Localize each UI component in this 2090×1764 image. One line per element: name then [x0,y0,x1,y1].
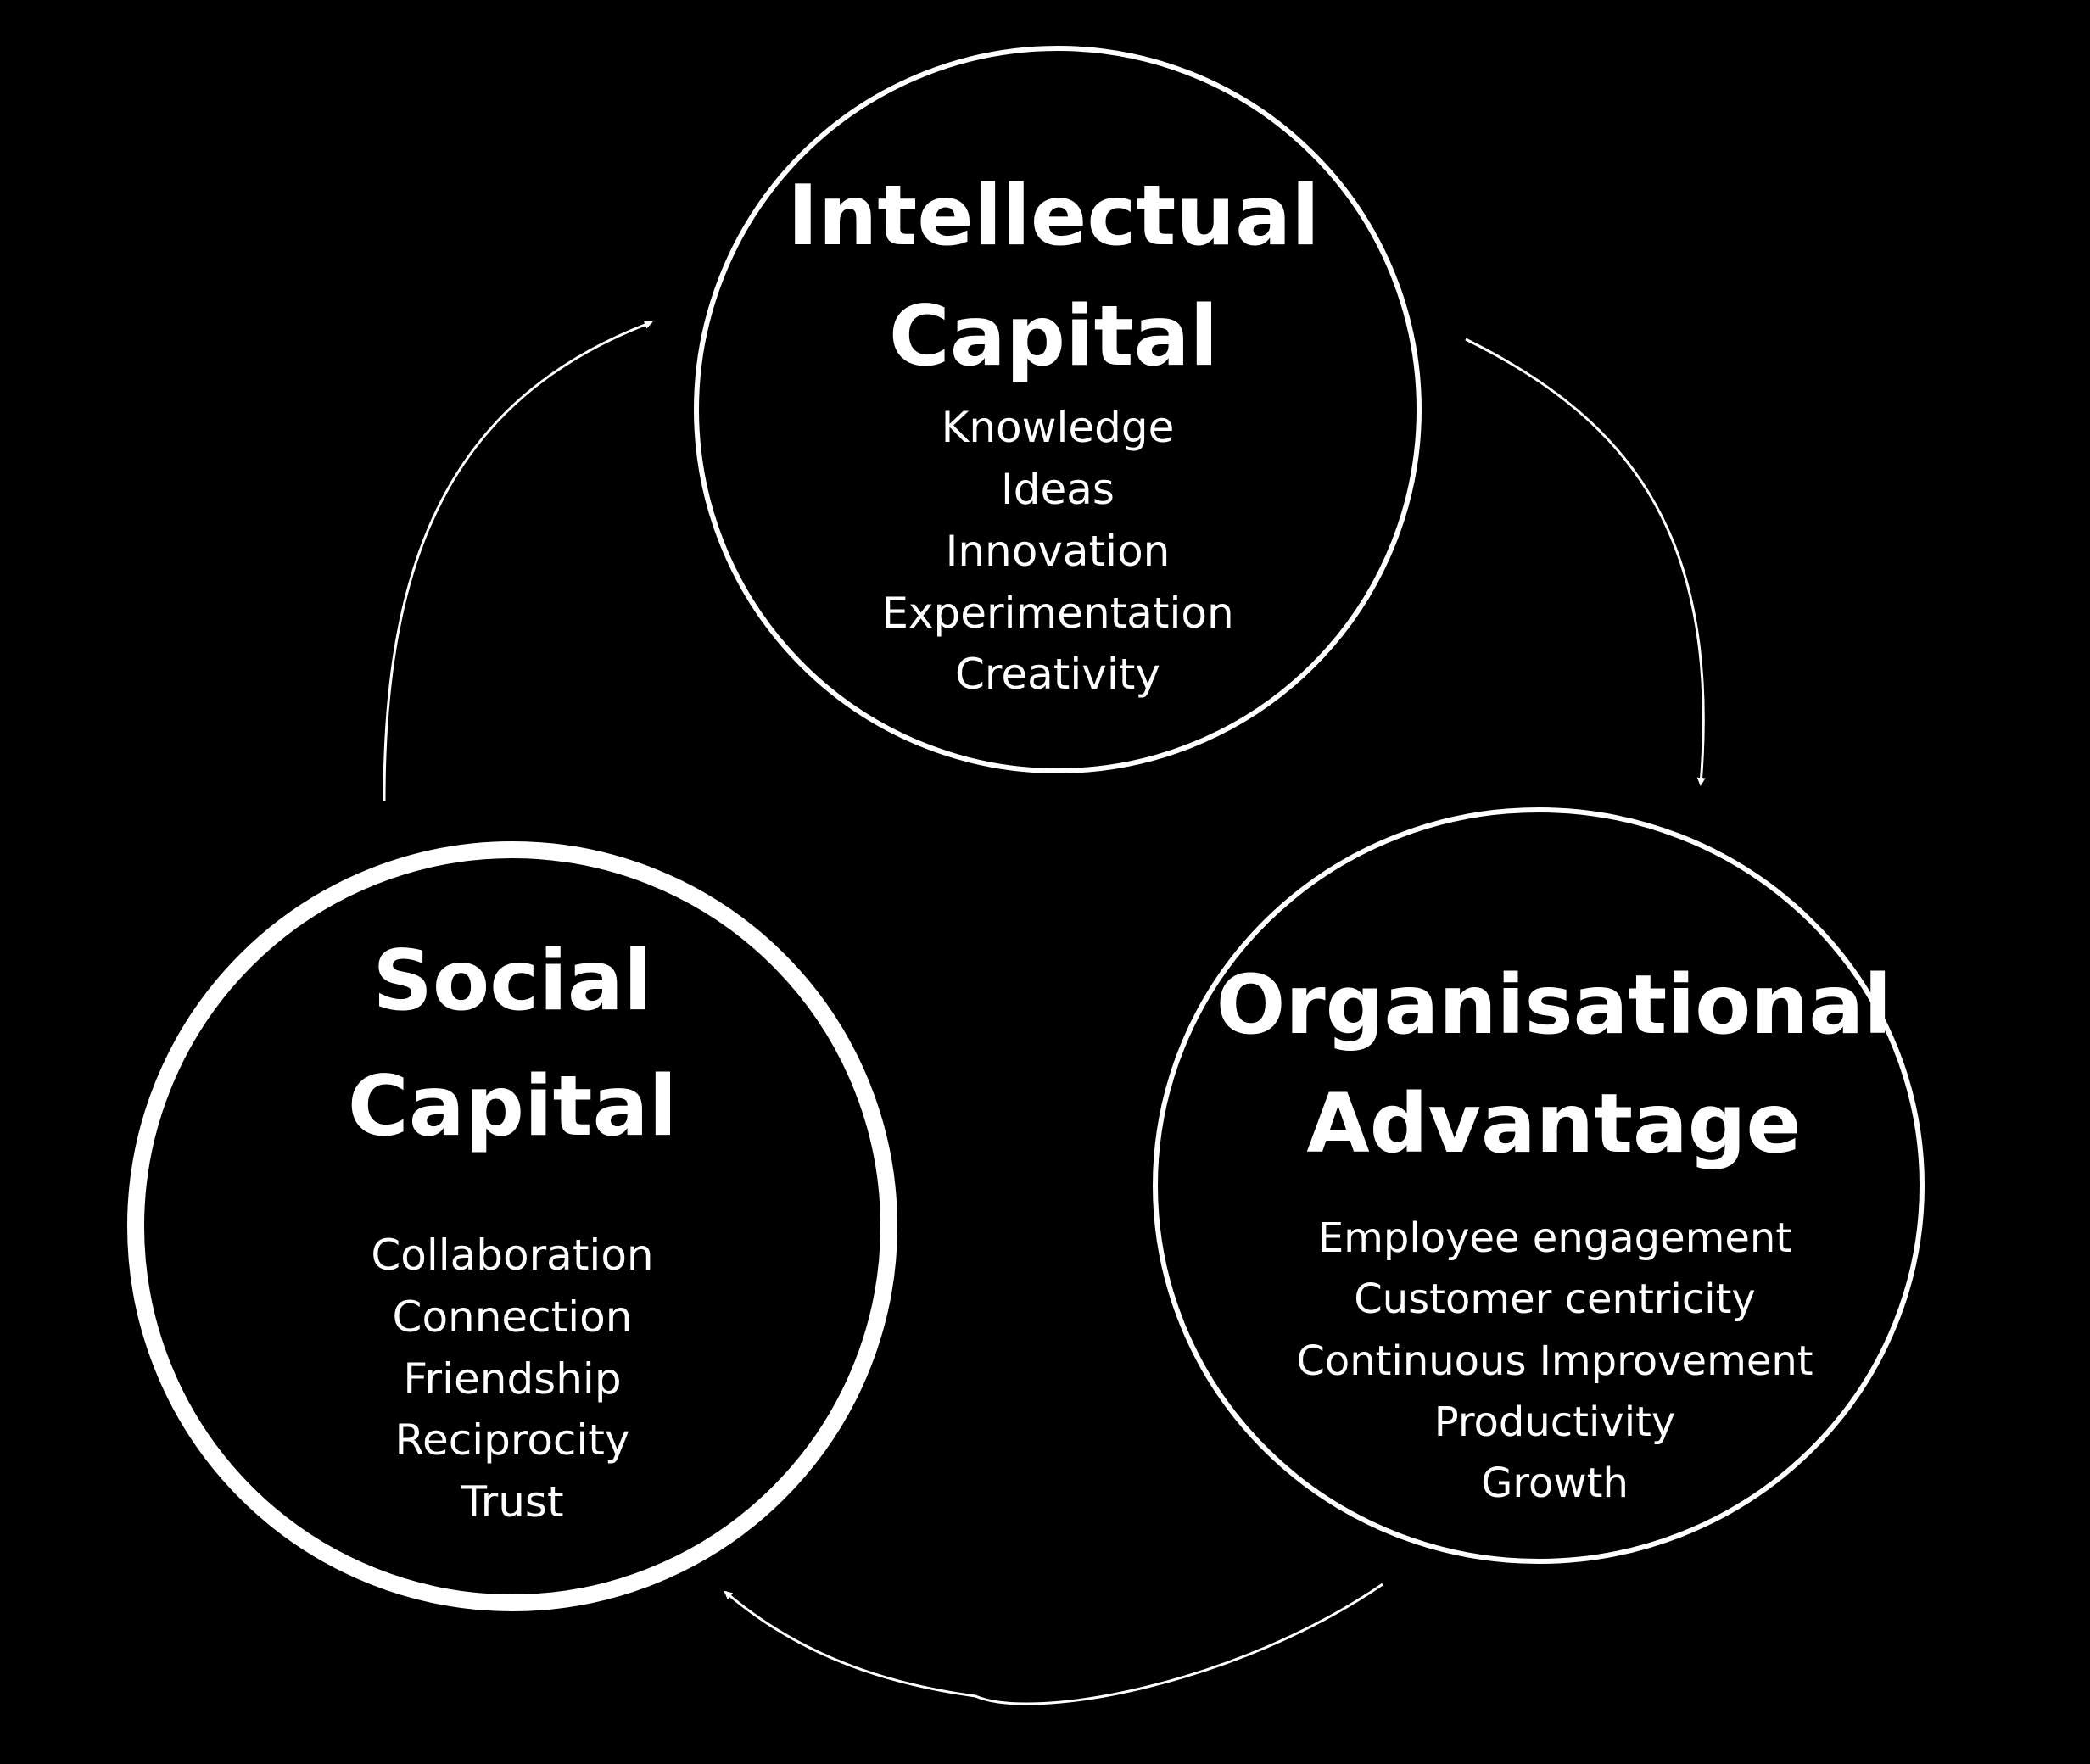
node-circle [694,46,1422,773]
node-title-line: Advantage [1306,1076,1801,1171]
node-item: Continuous Improvement [1296,1337,1813,1385]
node-item: Ideas [1001,465,1115,514]
node-title-line: Capital [889,288,1218,385]
arrow-social-to-intellectual [383,321,653,801]
node-item: Knowledge [942,403,1175,452]
node-circle [127,841,897,1611]
node-intellectual-capital: Intellectual Capital Knowledge Ideas Inn… [694,46,1422,773]
node-item: Innovation [946,527,1171,576]
arrow-organisational-to-social [724,1583,1383,1705]
node-item: Connection [393,1292,633,1342]
node-social-capital: Social Capital Collaboration Connection … [127,841,897,1611]
node-title-line: Capital [348,1058,677,1155]
node-title-line: Intellectual [787,168,1320,265]
node-item: Customer centricity [1354,1276,1756,1323]
node-item: Employee engagement [1318,1214,1791,1262]
node-item: Experimentation [881,589,1233,638]
node-organisational-advantage: Organisational Advantage Employee engage… [1153,807,1925,1564]
node-item: Trust [460,1477,563,1527]
node-item: Creativity [955,650,1160,699]
node-item: Reciprocity [394,1415,629,1465]
node-item: Productivity [1434,1398,1676,1446]
node-circle [1153,807,1925,1564]
arrow-intellectual-to-organisational [1465,338,1706,786]
node-item: Friendship [403,1354,621,1404]
node-item: Growth [1481,1460,1629,1507]
node-item: Collaboration [371,1231,653,1280]
node-title-line: Social [372,933,651,1030]
node-title-line: Organisational [1216,957,1892,1052]
